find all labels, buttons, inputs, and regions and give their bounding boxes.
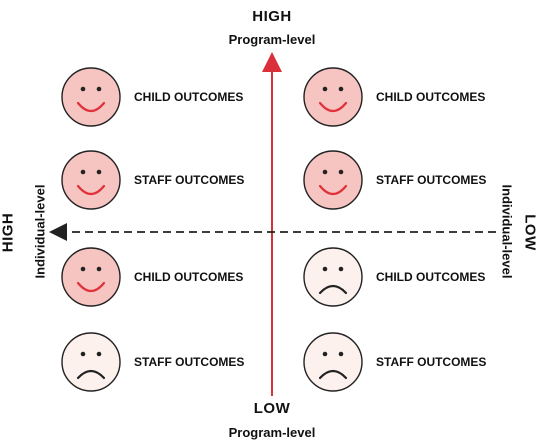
top-axis-level: HIGH: [252, 8, 292, 25]
frown-face-icon: [61, 332, 121, 392]
bottom-axis-label: Program-level: [228, 425, 316, 440]
top-right-outcome-1: CHILD OUTCOMES: [376, 90, 486, 104]
top-right-outcome-2: STAFF OUTCOMES: [376, 173, 487, 187]
bottom-left-outcome-1: CHILD OUTCOMES: [134, 270, 244, 284]
smiley-face-icon: [61, 247, 121, 307]
smiley-face-icon: [303, 150, 363, 210]
bottom-right-outcome-2: STAFF OUTCOMES: [376, 355, 487, 369]
bottom-axis-level: LOW: [253, 400, 291, 417]
smiley-face-icon: [61, 150, 121, 210]
smiley-face-icon: [61, 67, 121, 127]
frown-face-icon: [303, 332, 363, 392]
top-left-outcome-1: CHILD OUTCOMES: [134, 90, 244, 104]
top-left-outcome-2: STAFF OUTCOMES: [134, 173, 245, 187]
frown-face-icon: [303, 247, 363, 307]
smiley-face-icon: [303, 67, 363, 127]
bottom-left-outcome-2: STAFF OUTCOMES: [134, 355, 245, 369]
bottom-right-outcome-1: CHILD OUTCOMES: [376, 270, 486, 284]
top-axis-label: Program-level: [228, 32, 316, 47]
